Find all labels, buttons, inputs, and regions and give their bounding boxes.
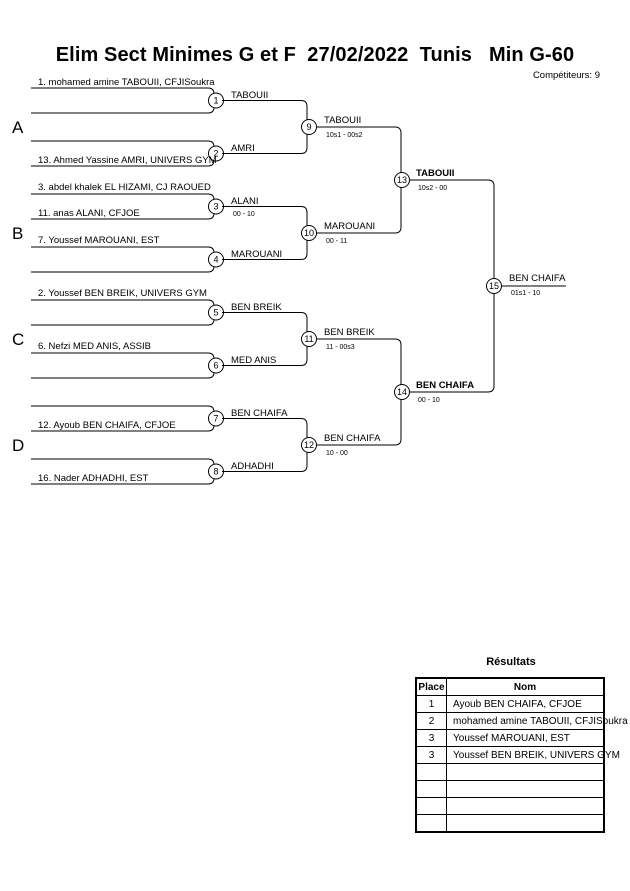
round1-winner-name: MAROUANI [231,249,282,260]
match-11-circle [301,331,317,347]
competitor-count: Compétiteurs: 9 [532,70,600,81]
match-10-circle-number: 10 [304,228,314,238]
round2-score: 11 - 00s3 [326,344,355,351]
match-7-circle-number: 7 [213,414,218,424]
nom-header: Nom [446,677,605,696]
round2-winner-name: BEN BREIK [324,327,375,338]
result-place: 2 [415,712,447,730]
pool-letter-d: D [12,436,24,455]
round3-score: 10s2 - 00 [418,185,447,192]
round3-winner-name: BEN CHAIFA [416,380,474,391]
result-place [415,763,447,781]
match-8-circle-number: 8 [213,467,218,477]
competitor-entry: 16. Nader ADHADHI, EST [38,473,149,484]
pool-letter-c: C [12,330,24,349]
competitor-entry: 12. Ayoub BEN CHAIFA, CFJOE [38,420,176,431]
match-4-circle-number: 4 [213,255,218,265]
match-1-circle-number: 1 [213,96,218,106]
result-place [415,780,447,798]
results-header-row: Place Nom [415,677,605,696]
result-place: 3 [415,746,447,764]
match-14-circle [394,384,410,400]
competitor-entry: 1. mohamed amine TABOUII, CFJISoukra [38,77,215,88]
match-15-circle-number: 15 [489,281,499,291]
round2-score: 10s1 - 00s2 [326,132,363,139]
results-row [415,814,605,833]
result-name [446,814,605,833]
result-name [446,763,605,781]
result-name: Youssef BEN BREIK, UNIVERS GYM [446,746,620,764]
result-name: Ayoub BEN CHAIFA, CFJOE [446,695,605,713]
round1-winner-name: MED ANIS [231,355,276,366]
competitor-entry: 13. Ahmed Yassine AMRI, UNIVERS GYM [38,155,217,166]
competitor-entry: 2. Youssef BEN BREIK, UNIVERS GYM [38,288,207,299]
match-9-circle [301,119,317,135]
champion-name: BEN CHAIFA [509,273,566,284]
match-12-circle [301,437,317,453]
result-place: 1 [415,695,447,713]
result-name: mohamed amine TABOUII, CFJISoukra [446,712,628,730]
match-10-circle [301,225,317,241]
match-14-circle-number: 14 [397,387,407,397]
results-row [415,763,605,781]
result-place [415,797,447,815]
results-title: Résultats [486,656,536,668]
round2-score: 00 - 11 [326,238,347,245]
result-name: Youssef MAROUANI, EST [446,729,605,747]
results-row [415,780,605,798]
match-6-circle-number: 6 [213,361,218,371]
round1-winner-name: ALANI [231,196,258,207]
round1-winner-name: BEN CHAIFA [231,408,288,419]
match-12-circle-number: 12 [304,440,314,450]
round3-winner-name: TABOUII [416,168,454,179]
page-title: Elim Sect Minimes G et F 27/02/2022 Tuni… [55,44,575,66]
results-row [415,797,605,815]
match-2-circle-number: 2 [213,149,218,159]
competitor-entry: 3. abdel khalek EL HIZAMI, CJ RAOUED [38,182,211,193]
round1-winner-name: BEN BREIK [231,302,282,313]
match-15-circle [486,278,502,294]
competitor-entry: 11. anas ALANI, CFJOE [38,208,140,219]
match-13-circle [394,172,410,188]
place-header: Place [415,677,447,696]
match-13-circle-number: 13 [397,175,407,185]
match-5-circle-number: 5 [213,308,218,318]
pool-letter-b: B [12,224,23,243]
round1-winner-name: ADHADHI [231,461,274,472]
round2-winner-name: TABOUII [324,115,361,126]
round3-score: 00 - 10 [418,397,440,404]
result-place: 3 [415,729,447,747]
round2-score: 10 - 00 [326,450,348,457]
result-name [446,797,605,815]
match-3-circle-number: 3 [213,202,218,212]
pool-letter-a: A [12,118,24,137]
round2-winner-name: MAROUANI [324,221,375,232]
round1-winner-name: TABOUII [231,90,268,101]
result-name [446,780,605,798]
competitor-entry: 6. Nefzi MED ANIS, ASSIB [38,341,151,352]
match-9-circle-number: 9 [306,122,311,132]
round1-score: 00 - 10 [233,211,255,218]
result-place [415,814,447,833]
round1-winner-name: AMRI [231,143,255,154]
final-score: 01s1 - 10 [511,290,540,297]
round2-winner-name: BEN CHAIFA [324,433,381,444]
competitor-entry: 7. Youssef MAROUANI, EST [38,235,160,246]
match-11-circle-number: 11 [304,334,313,344]
